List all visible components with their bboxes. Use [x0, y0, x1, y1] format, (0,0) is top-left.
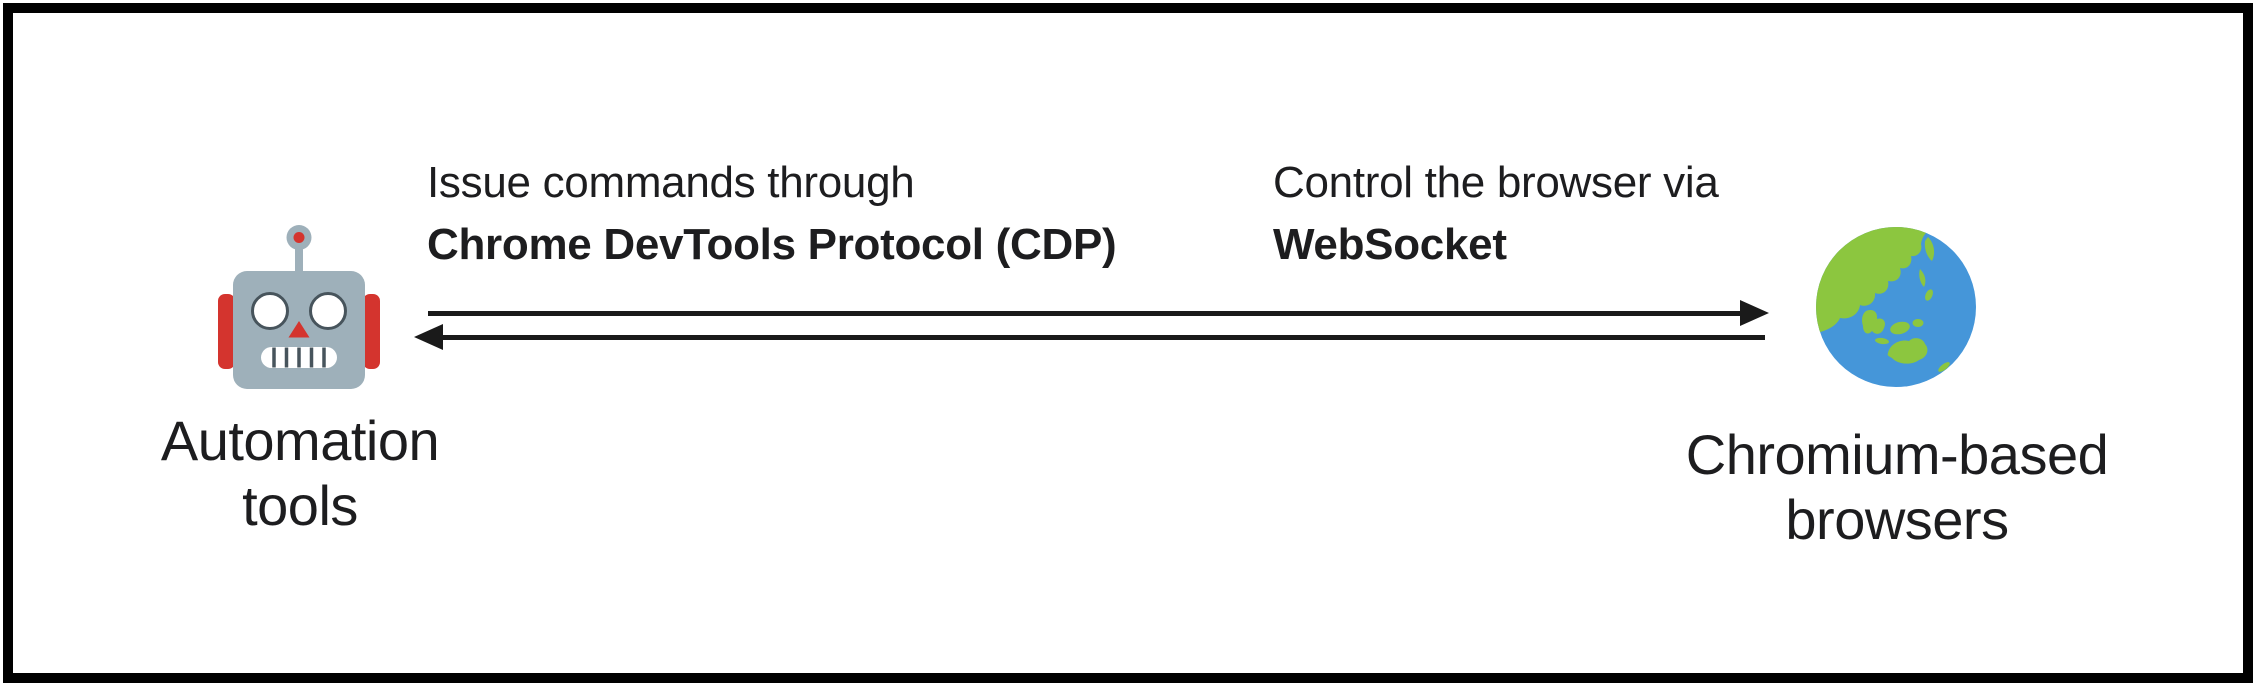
- caption-cdp: Issue commands through Chrome DevTools P…: [427, 152, 1117, 276]
- label-automation-tools-line1: Automation: [160, 409, 440, 472]
- caption-cdp-bold: Chrome DevTools Protocol (CDP): [427, 220, 1117, 269]
- caption-cdp-regular: Issue commands through: [427, 158, 915, 207]
- label-chromium-browsers-line2: browsers: [1785, 488, 2009, 551]
- arrow-to-tools-line: [443, 335, 1765, 340]
- arrow-to-browser-line: [428, 311, 1740, 316]
- robot-icon: [218, 225, 380, 389]
- caption-websocket-regular: Control the browser via: [1273, 158, 1719, 207]
- caption-websocket-bold: WebSocket: [1273, 220, 1507, 269]
- label-automation-tools: Automation tools: [75, 408, 525, 538]
- label-chromium-browsers: Chromium-based browsers: [1647, 422, 2147, 552]
- arrow-to-tools-head-icon: [414, 324, 443, 350]
- globe-icon: [1816, 227, 1976, 387]
- label-automation-tools-line2: tools: [242, 474, 358, 537]
- label-chromium-browsers-line1: Chromium-based: [1685, 423, 2109, 486]
- arrow-to-browser-head-icon: [1740, 300, 1769, 326]
- caption-websocket: Control the browser via WebSocket: [1273, 152, 1719, 276]
